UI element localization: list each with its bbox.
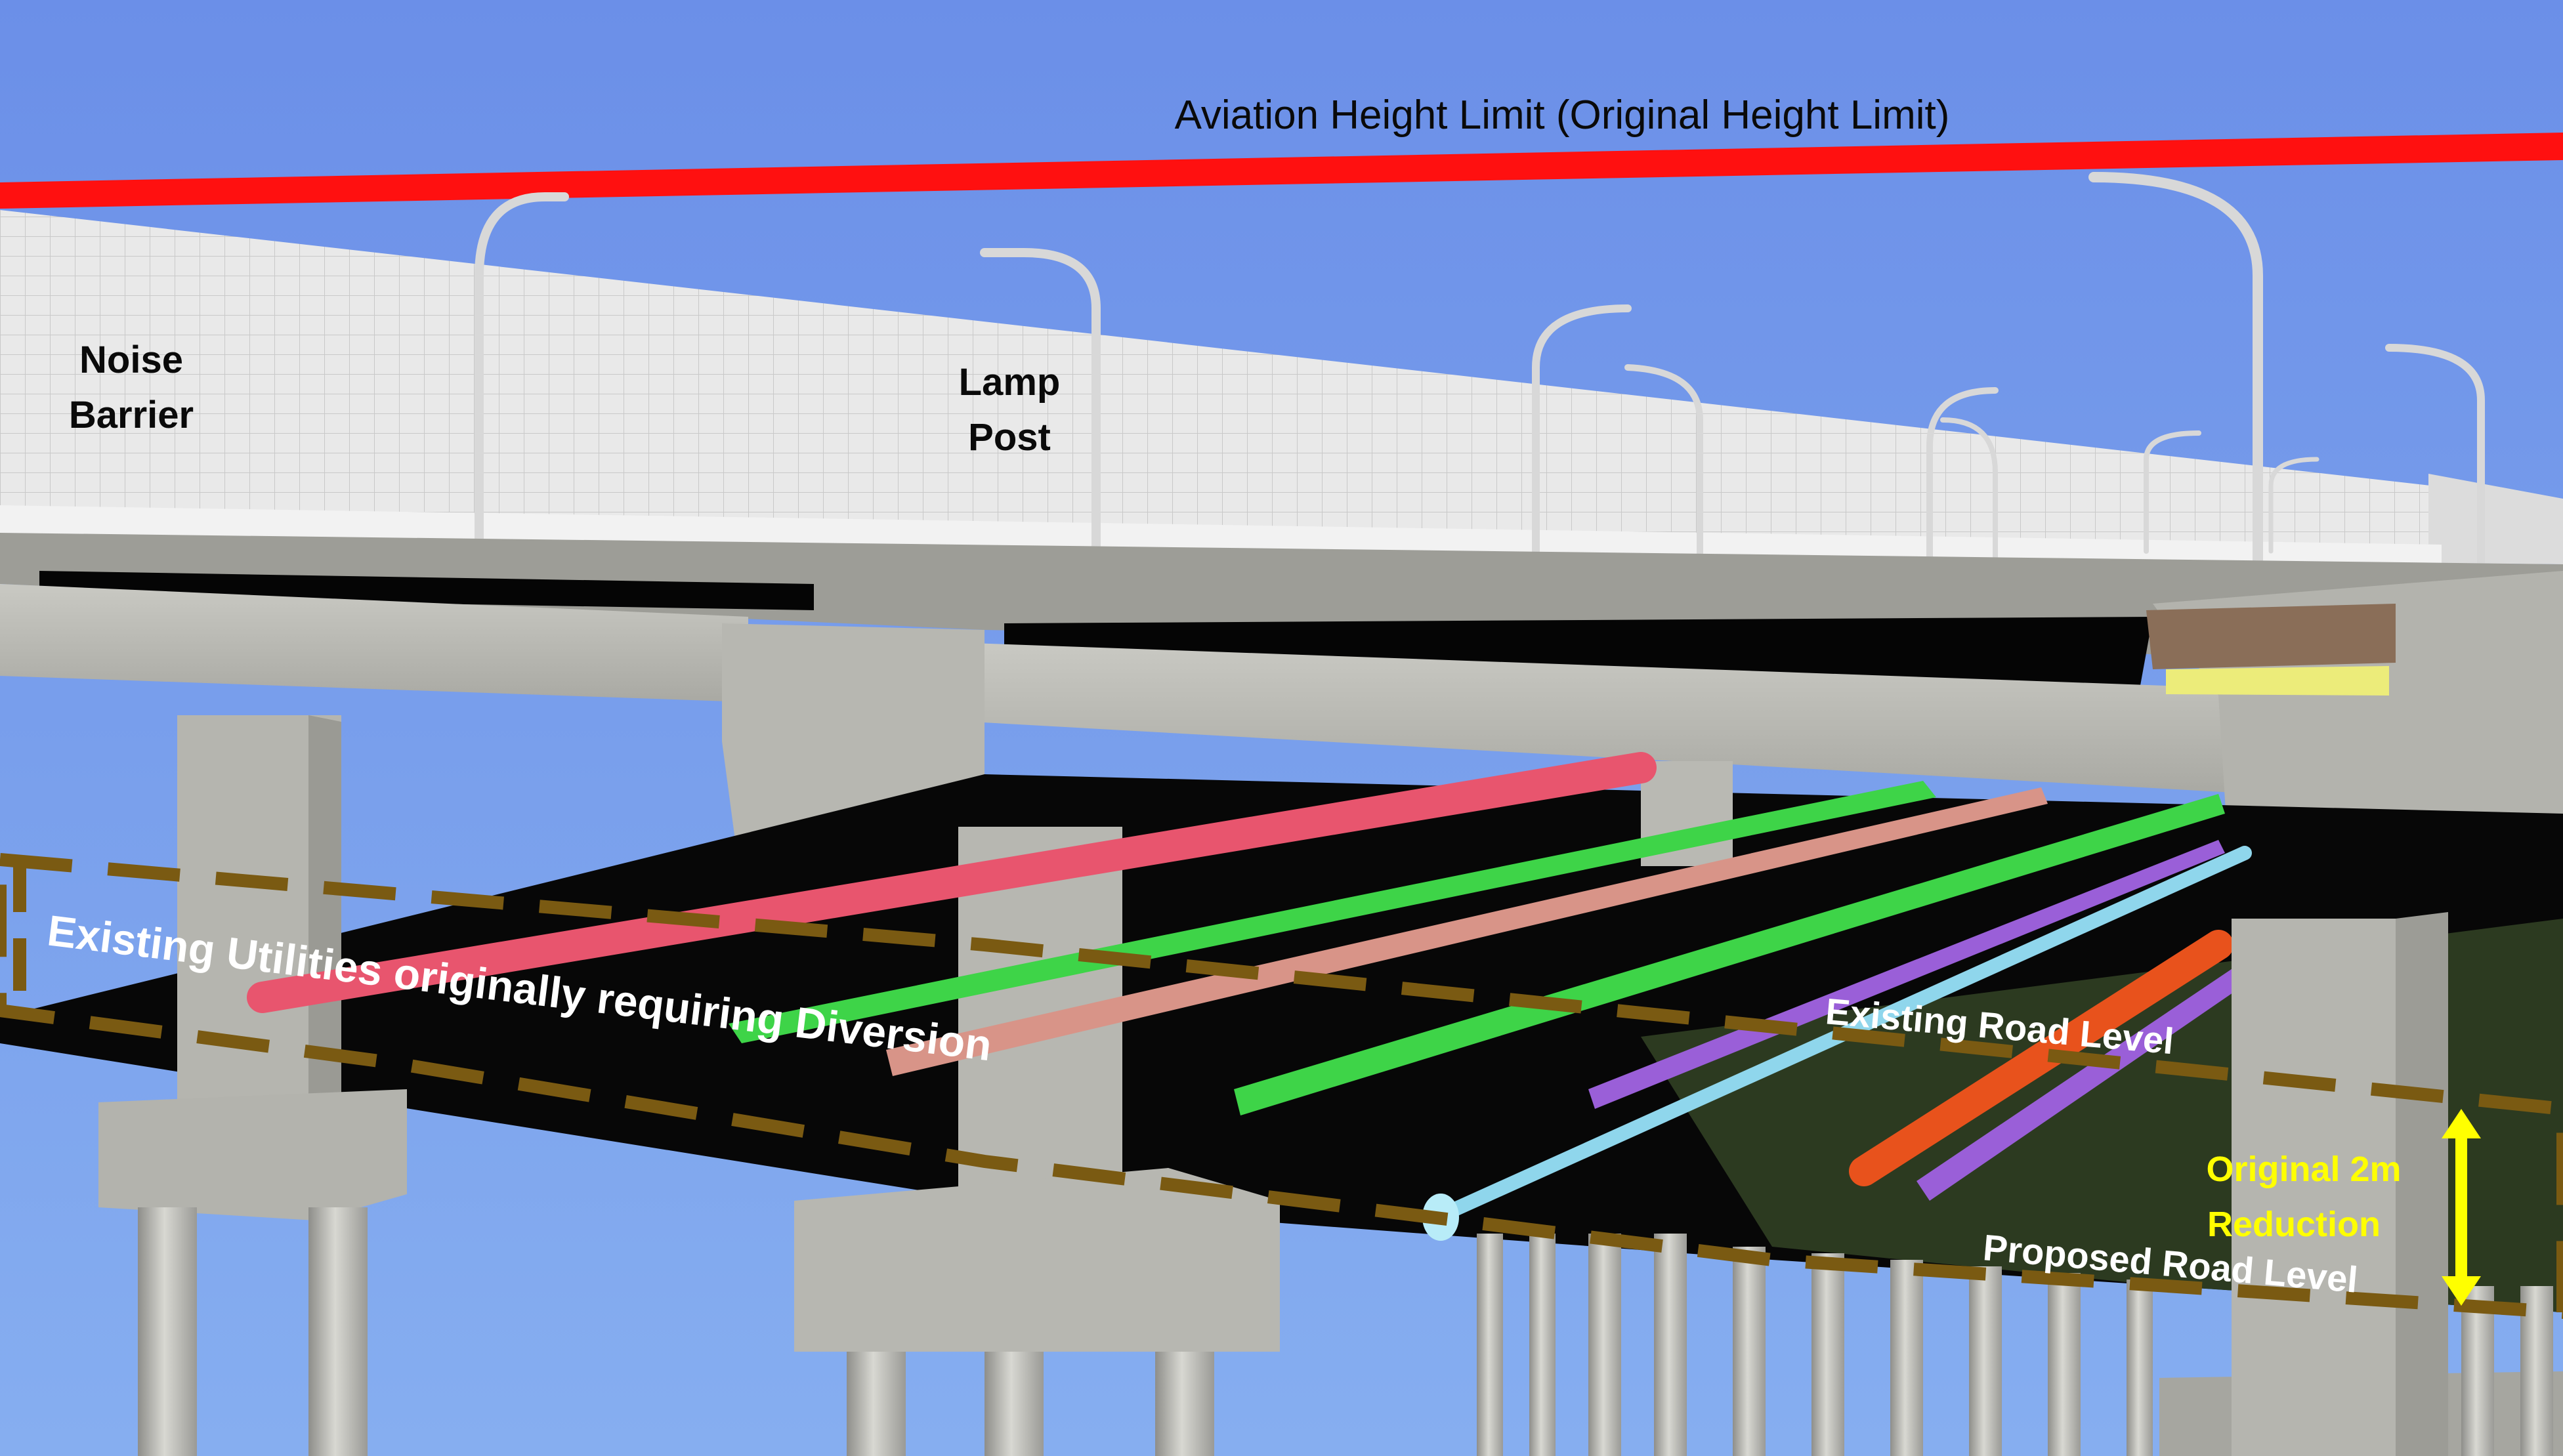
pile-cap-middle (794, 1168, 1280, 1352)
reduction-label: Original 2m (2206, 1150, 2401, 1189)
girder-right (971, 643, 2258, 794)
utility-purple-duct-2 (1917, 951, 2264, 1201)
aviation-height-limit-label: Aviation Height Limit (Original Height L… (1175, 93, 1950, 138)
lamp-post-label: Lamp (959, 361, 1061, 404)
existing-utilities (247, 752, 2264, 1241)
brown-slab-detail (2146, 604, 2396, 669)
yellow-slab-detail (2166, 666, 2389, 696)
column-left-shadow (308, 715, 341, 1109)
reduction-arrow (2442, 1109, 2481, 1306)
utility-orange-pipe (1849, 930, 2234, 1186)
noise-barrier-far (2428, 474, 2563, 564)
piles (138, 1207, 2553, 1456)
noise-barrier (0, 210, 2442, 564)
utility-green-duct-2 (1234, 794, 2225, 1115)
lamp-post-label-line2: Post (968, 416, 1051, 459)
column-right-shadow (2396, 912, 2448, 1456)
barrier-posts (0, 505, 2442, 571)
dashed-zone-outline (0, 852, 2563, 1320)
utility-green-duct-1 (729, 781, 1936, 1043)
reduction-label-line2: Reduction (2207, 1205, 2381, 1244)
noise-barrier-label: Noise (79, 339, 183, 381)
girder-left (0, 584, 748, 702)
aviation-height-limit-line (0, 133, 2563, 209)
utility-red-pipe (247, 752, 1657, 1013)
pile-cap-left (98, 1089, 407, 1220)
utility-salmon-duct (886, 787, 2048, 1076)
noise-barrier-label-line2: Barrier (69, 394, 194, 436)
deck-surface-right (1004, 617, 2153, 689)
utility-purple-duct-1 (1588, 840, 2225, 1109)
lamp-posts (475, 172, 2485, 596)
